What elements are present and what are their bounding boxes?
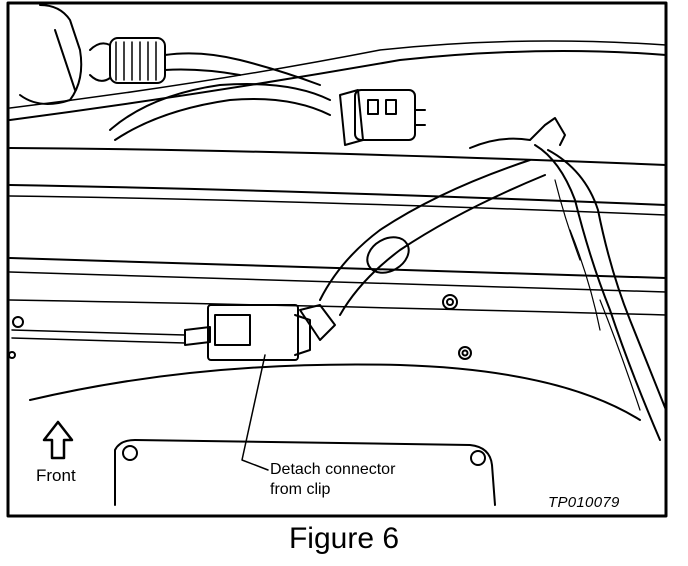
callout-leader (241, 354, 269, 471)
nut (458, 346, 472, 360)
figure-id: TP010079 (548, 494, 620, 511)
connector-clip (184, 304, 311, 361)
fuel-sender-unit (19, 4, 321, 105)
floor-recess (29, 363, 641, 421)
upper-connector (339, 89, 426, 146)
callout-text: Detach connector from clip (270, 460, 470, 500)
up-arrow-icon (42, 420, 74, 460)
figure-caption: Figure 6 (288, 522, 400, 555)
front-label: Front (36, 466, 76, 485)
upper-panel-edge (9, 50, 667, 121)
callout-line-1: Detach connector (270, 461, 396, 478)
brake-rod (11, 329, 186, 344)
right-harness (469, 117, 667, 441)
callout-line-2: from clip (270, 481, 331, 498)
figure-border (6, 1, 668, 518)
wiring-tube (299, 159, 546, 341)
nut (442, 294, 458, 310)
